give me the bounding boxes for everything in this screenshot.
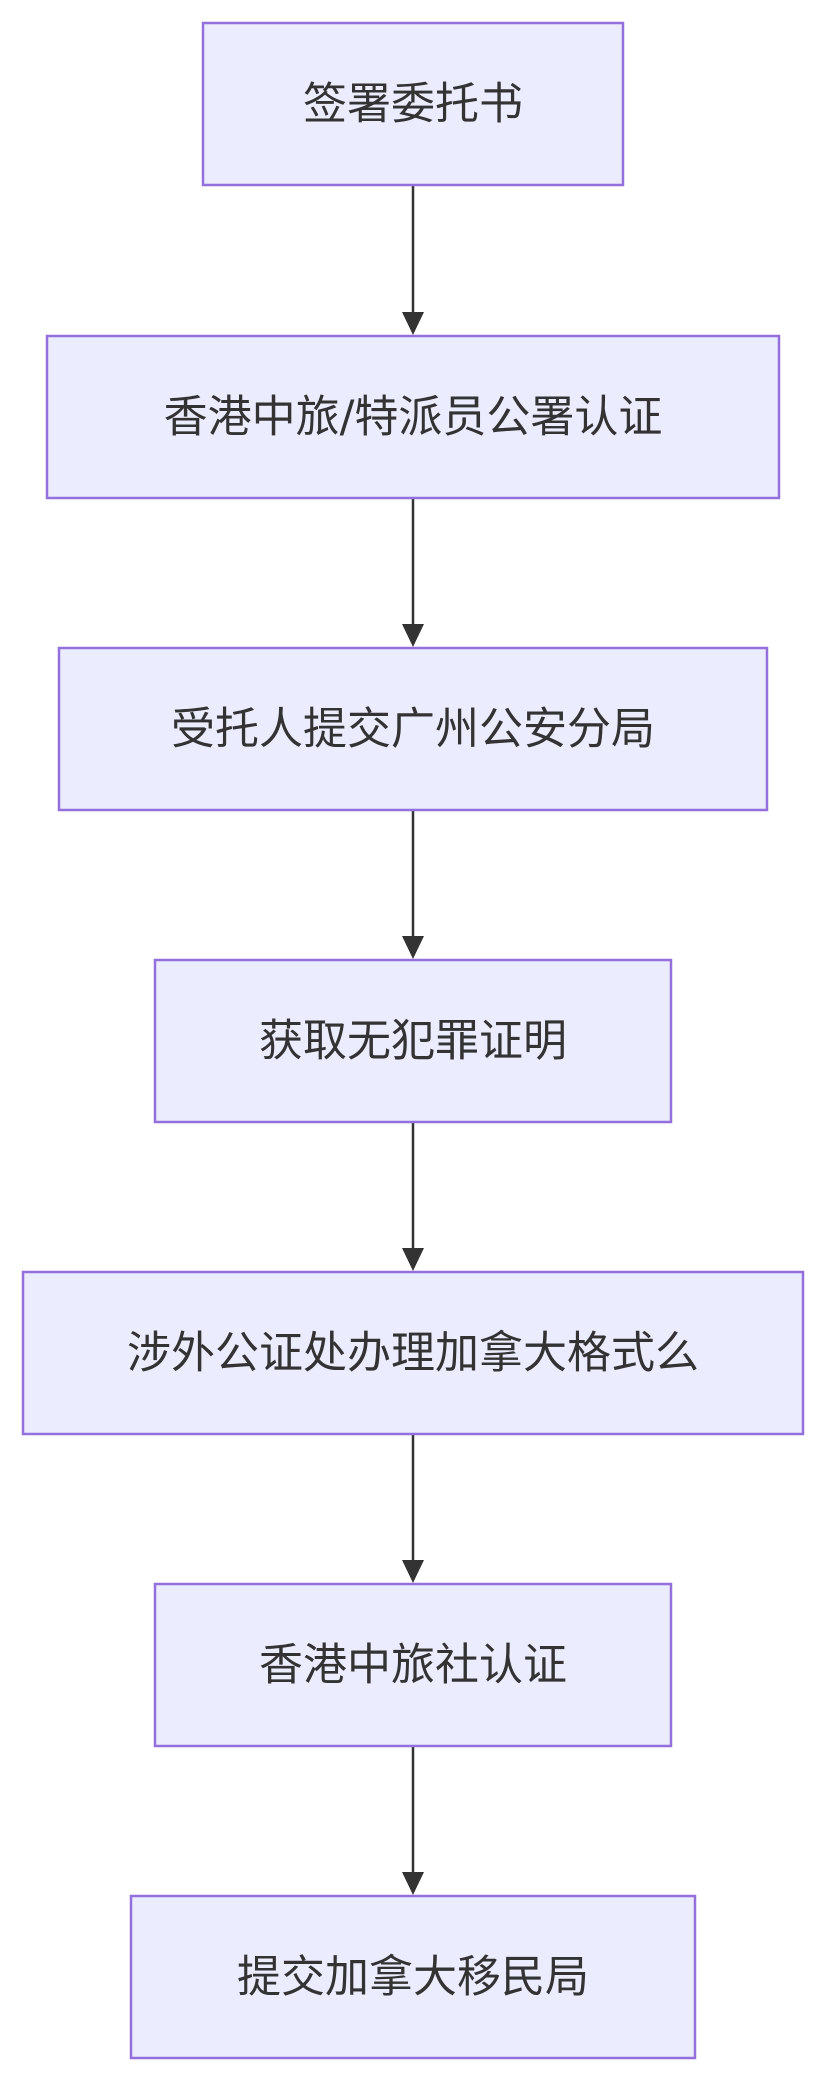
flow-arrow-6 xyxy=(402,1746,424,1895)
flow-arrowhead xyxy=(402,936,424,959)
flow-arrow-3 xyxy=(402,810,424,959)
flow-node-label: 提交加拿大移民局 xyxy=(237,1952,589,2003)
flow-node-1: 签署委托书 xyxy=(201,21,625,187)
flow-node-2: 香港中旅/特派员公署认证 xyxy=(45,334,781,500)
flow-node-box xyxy=(57,646,769,812)
flow-arrowhead xyxy=(402,1248,424,1271)
flow-node-label: 涉外公证处办理加拿大格式么 xyxy=(127,1328,699,1379)
flow-node-label: 获取无犯罪证明 xyxy=(259,1016,567,1067)
flow-arrowhead xyxy=(402,624,424,647)
flow-node-box xyxy=(21,1270,805,1436)
flow-node-box xyxy=(45,334,781,500)
flow-node-5: 涉外公证处办理加拿大格式么 xyxy=(21,1270,805,1436)
flow-arrowhead xyxy=(402,312,424,335)
flow-node-box xyxy=(153,958,673,1124)
flow-arrowhead xyxy=(402,1872,424,1895)
flow-arrow-4 xyxy=(402,1122,424,1271)
flow-node-3: 受托人提交广州公安分局 xyxy=(57,646,769,812)
flow-arrow-1 xyxy=(402,185,424,335)
node-layer: 签署委托书香港中旅/特派员公署认证受托人提交广州公安分局获取无犯罪证明涉外公证处… xyxy=(21,21,805,2060)
flow-node-box xyxy=(201,21,625,187)
flow-node-label: 受托人提交广州公安分局 xyxy=(171,704,655,755)
flow-node-7: 提交加拿大移民局 xyxy=(129,1894,697,2060)
flow-arrowhead xyxy=(402,1560,424,1583)
flow-node-6: 香港中旅社认证 xyxy=(153,1582,673,1748)
flow-node-box xyxy=(153,1582,673,1748)
flow-node-label: 香港中旅社认证 xyxy=(259,1640,567,1691)
edge-layer xyxy=(402,185,424,1895)
flow-node-label: 签署委托书 xyxy=(303,79,523,130)
flow-node-4: 获取无犯罪证明 xyxy=(153,958,673,1124)
flow-node-label: 香港中旅/特派员公署认证 xyxy=(164,392,663,443)
flow-arrow-5 xyxy=(402,1434,424,1583)
flow-node-box xyxy=(129,1894,697,2060)
flow-arrow-2 xyxy=(402,498,424,647)
